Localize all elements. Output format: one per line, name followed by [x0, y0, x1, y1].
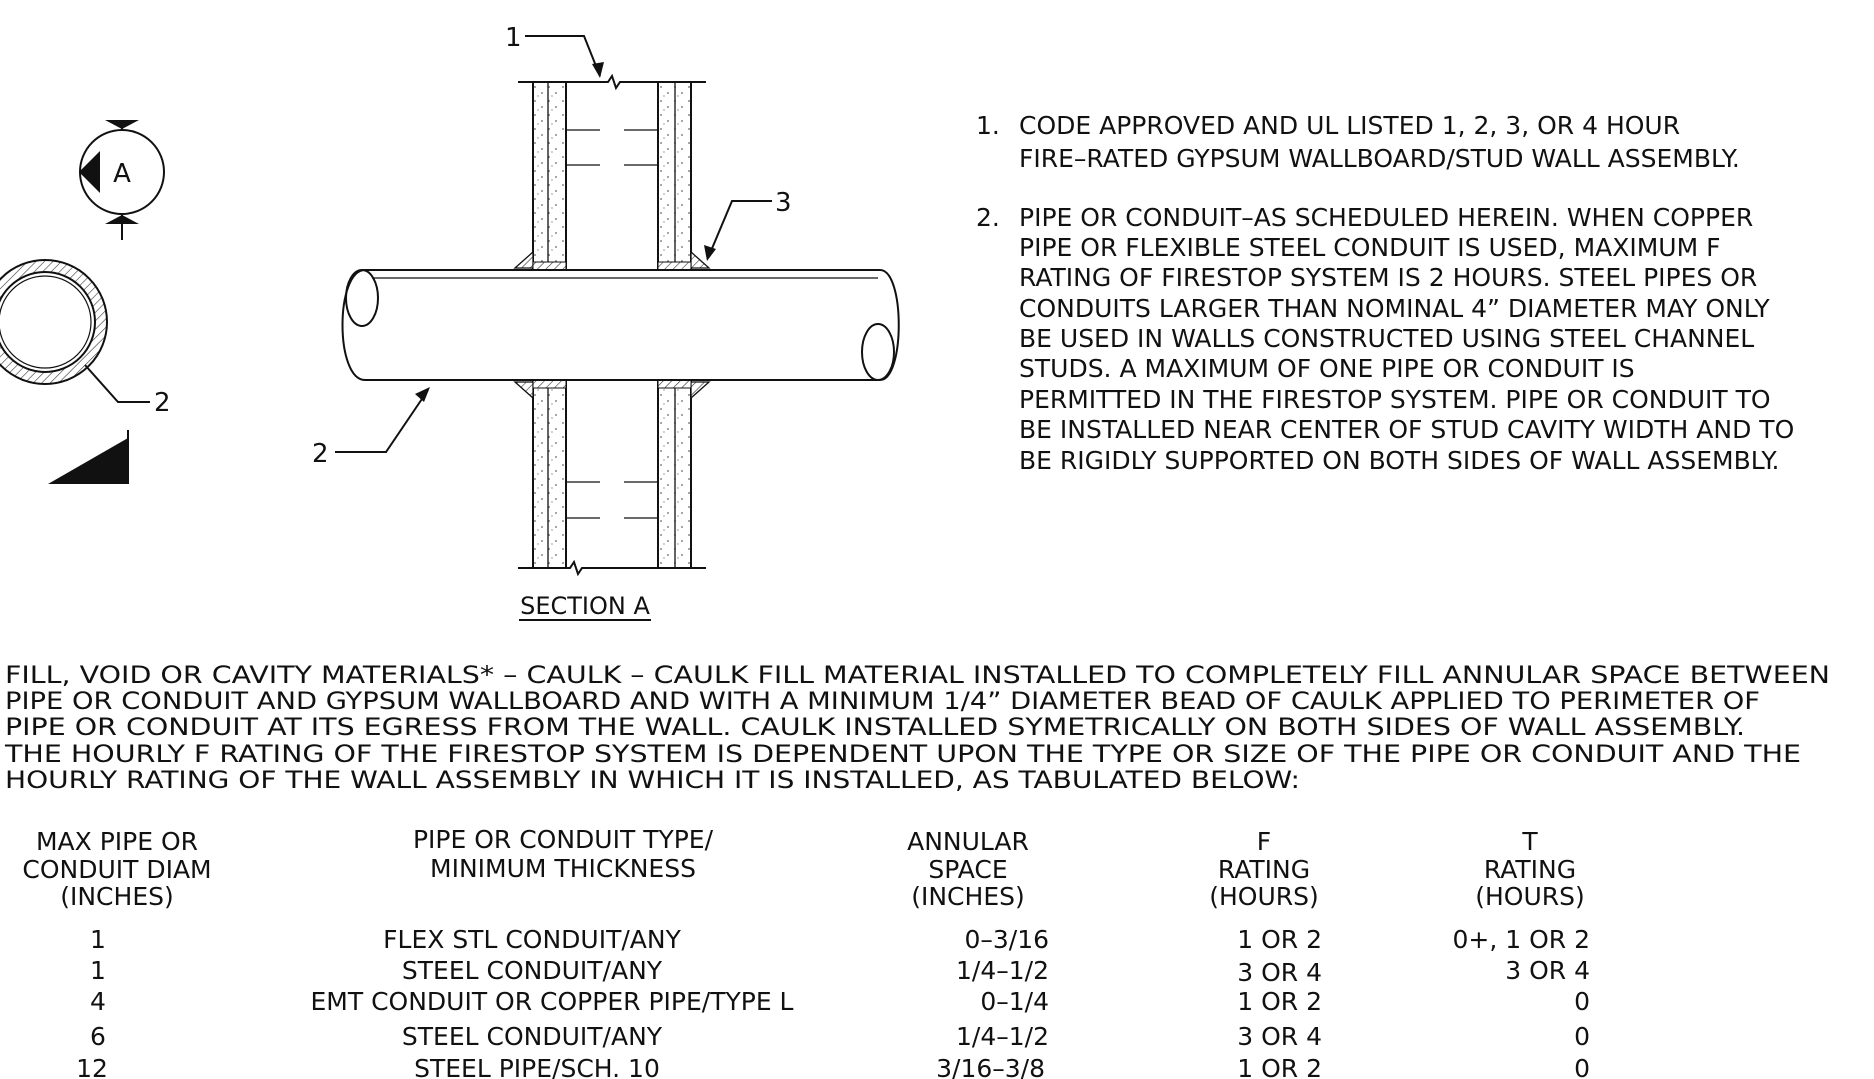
- note-2-line: PIPE OR FLEXIBLE STEEL CONDUIT IS USED, …: [1019, 233, 1721, 262]
- note-2-number: 2.: [976, 203, 1000, 232]
- note-2-line: BE INSTALLED NEAR CENTER OF STUD CAVITY …: [1019, 415, 1794, 444]
- cell-annular: 0–3/16: [964, 925, 1049, 954]
- note-1-line: FIRE–RATED GYPSUM WALLBOARD/STUD WALL AS…: [1019, 144, 1740, 173]
- header-line: (HOURS): [1209, 882, 1319, 911]
- section-a-drawing: [341, 73, 900, 577]
- header-line: MAX PIPE OR: [36, 827, 198, 856]
- fill-material-paragraph: FILL, VOID OR CAVITY MATERIALS* – CAULK …: [4, 661, 1830, 794]
- paragraph-line: THE HOURLY F RATING OF THE FIRESTOP SYST…: [4, 740, 1801, 768]
- cell-t-rating: 0+, 1 OR 2: [1453, 925, 1591, 954]
- rating-table: MAX PIPE OR CONDUIT DIAM (INCHES) PIPE O…: [22, 825, 1590, 1079]
- cell-annular: 1/4–1/2: [956, 1022, 1049, 1051]
- cell-type: STEEL CONDUIT/ANY: [402, 1022, 663, 1051]
- cell-type: FLEX STL CONDUIT/ANY: [383, 925, 681, 954]
- cell-f-rating: 3 OR 4: [1237, 958, 1322, 987]
- table-row: 1 STEEL CONDUIT/ANY 1/4–1/2 3 OR 4 3 OR …: [90, 956, 1590, 987]
- table-row: 1 FLEX STL CONDUIT/ANY 0–3/16 1 OR 2 0+,…: [90, 925, 1590, 954]
- cell-f-rating: 3 OR 4: [1237, 1022, 1322, 1051]
- cell-annular: 1/4–1/2: [956, 956, 1049, 985]
- table-header-annular: ANNULAR SPACE (INCHES): [907, 827, 1029, 911]
- paragraph-line: FILL, VOID OR CAVITY MATERIALS* – CAULK …: [5, 661, 1830, 689]
- callout-leader-2-center: [335, 389, 429, 453]
- cell-type: EMT CONDUIT OR COPPER PIPE/TYPE L: [311, 987, 794, 1016]
- header-line: SPACE: [928, 855, 1007, 884]
- callout-leader-2-left: [84, 364, 150, 403]
- note-2-line: BE RIGIDLY SUPPORTED ON BOTH SIDES OF WA…: [1019, 446, 1780, 475]
- section-title: SECTION A: [520, 592, 650, 620]
- header-line: ANNULAR: [907, 827, 1029, 856]
- header-line: F: [1257, 827, 1271, 856]
- cell-annular: 3/16–3/8: [936, 1054, 1045, 1079]
- pipe-cross-section: [0, 259, 108, 385]
- wedge-symbol: [48, 430, 129, 484]
- cell-diam: 4: [90, 987, 106, 1016]
- cell-diam: 1: [90, 956, 106, 985]
- header-line: CONDUIT DIAM: [22, 855, 211, 884]
- table-row: 12 STEEL PIPE/SCH. 10 3/16–3/8 1 OR 2 0: [76, 1054, 1590, 1079]
- section-marker-letter: A: [113, 159, 131, 189]
- note-2-line: PIPE OR CONDUIT–AS SCHEDULED HEREIN. WHE…: [1019, 203, 1753, 232]
- callout-2-left: 2: [154, 388, 171, 418]
- note-1-number: 1.: [976, 111, 1000, 140]
- cell-diam: 1: [90, 925, 106, 954]
- cell-t-rating: 0: [1574, 987, 1590, 1016]
- cell-type: STEEL CONDUIT/ANY: [402, 956, 663, 985]
- callout-2-center: 2: [312, 439, 329, 469]
- callout-1: 1: [505, 23, 522, 53]
- cell-t-rating: 3 OR 4: [1505, 956, 1590, 985]
- paragraph-line: PIPE OR CONDUIT AT ITS EGRESS FROM THE W…: [5, 713, 1745, 741]
- cell-diam: 6: [90, 1022, 106, 1051]
- cell-f-rating: 1 OR 2: [1237, 925, 1322, 954]
- header-line: (HOURS): [1475, 882, 1585, 911]
- cell-annular: 0–1/4: [980, 987, 1049, 1016]
- cell-f-rating: 1 OR 2: [1237, 1054, 1322, 1079]
- callout-leader-1: [525, 35, 601, 77]
- callout-leader-3: [707, 200, 772, 259]
- header-line: T: [1521, 827, 1538, 856]
- header-line: RATING: [1218, 855, 1310, 884]
- note-2-line: STUDS. A MAXIMUM OF ONE PIPE OR CONDUIT …: [1019, 354, 1635, 383]
- cell-diam: 12: [76, 1054, 108, 1079]
- notes: 1. CODE APPROVED AND UL LISTED 1, 2, 3, …: [976, 111, 1794, 475]
- header-line: MINIMUM THICKNESS: [430, 854, 696, 883]
- table-header-t-rating: T RATING (HOURS): [1475, 827, 1585, 911]
- cell-t-rating: 0: [1574, 1022, 1590, 1051]
- note-2-line: RATING OF FIRESTOP SYSTEM IS 2 HOURS. ST…: [1019, 263, 1757, 292]
- header-line: (INCHES): [911, 882, 1025, 911]
- header-line: (INCHES): [60, 882, 174, 911]
- cell-f-rating: 1 OR 2: [1237, 987, 1322, 1016]
- header-line: PIPE OR CONDUIT TYPE/: [413, 825, 714, 854]
- table-header-f-rating: F RATING (HOURS): [1209, 827, 1319, 911]
- note-2-line: BE USED IN WALLS CONSTRUCTED USING STEEL…: [1019, 324, 1754, 353]
- table-row: 6 STEEL CONDUIT/ANY 1/4–1/2 3 OR 4 0: [90, 1022, 1590, 1051]
- table-header-diam: MAX PIPE OR CONDUIT DIAM (INCHES): [22, 827, 211, 911]
- section-marker: A: [79, 120, 165, 240]
- table-header-type: PIPE OR CONDUIT TYPE/ MINIMUM THICKNESS: [413, 825, 714, 883]
- cell-t-rating: 0: [1574, 1054, 1590, 1079]
- paragraph-line: PIPE OR CONDUIT AND GYPSUM WALLBOARD AND…: [5, 687, 1760, 715]
- note-2-line: PERMITTED IN THE FIRESTOP SYSTEM. PIPE O…: [1019, 385, 1771, 414]
- paragraph-line: HOURLY RATING OF THE WALL ASSEMBLY IN WH…: [5, 766, 1300, 794]
- note-1-line: CODE APPROVED AND UL LISTED 1, 2, 3, OR …: [1019, 111, 1680, 140]
- cell-type: STEEL PIPE/SCH. 10: [414, 1054, 660, 1079]
- note-2-line: CONDUITS LARGER THAN NOMINAL 4” DIAMETER…: [1019, 294, 1770, 323]
- table-row: 4 EMT CONDUIT OR COPPER PIPE/TYPE L 0–1/…: [90, 987, 1590, 1016]
- callout-3: 3: [775, 188, 792, 218]
- header-line: RATING: [1484, 855, 1576, 884]
